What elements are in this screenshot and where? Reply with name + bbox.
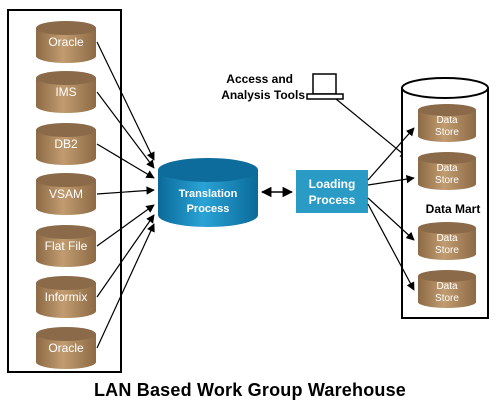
source-label: Flat File [45,239,88,253]
source-arrows [96,41,155,349]
source-arrow [96,214,155,298]
translation-label-1: Translation [179,188,238,200]
data-store-label-1: Data [436,233,458,244]
source-cylinder: Flat File [36,225,96,267]
source-arrow [96,186,155,195]
translation-process: Translation Process [158,158,258,227]
data-store-label-2: Store [435,293,459,304]
loading-arrow [367,197,415,241]
source-cylinder: Oracle [36,21,96,63]
source-arrow [96,91,155,169]
data-mart-label: Data Mart [426,202,481,216]
source-arrow [96,223,155,349]
tools-label-1: Access and [226,72,293,86]
source-label: DB2 [54,137,78,151]
loading-arrow [367,174,415,186]
source-arrow [96,204,155,247]
data-store-label-1: Data [436,281,458,292]
loading-process: Loading Process [296,170,368,213]
data-mart: Data Mart [401,77,489,319]
loading-arrow [367,127,415,181]
source-label: VSAM [49,187,83,201]
source-cylinder: DB2 [36,123,96,165]
source-label: Oracle [48,341,84,355]
diagram-title: LAN Based Work Group Warehouse [93,380,407,400]
data-store-label-2: Store [435,127,459,138]
source-cylinder: Oracle [36,327,96,369]
tools-label-2: Analysis Tools [221,88,305,102]
source-arrow [96,143,155,179]
source-label: IMS [55,85,76,99]
translation-label-2: Process [187,203,230,215]
source-label: Oracle [48,35,84,49]
loading-label-2: Process [309,193,356,207]
data-store-label-1: Data [436,163,458,174]
analysis-tools: Access and Analysis Tools [221,72,344,102]
loading-label-1: Loading [309,177,356,191]
source-label: Informix [45,290,88,304]
loading-arrows [367,127,415,291]
data-store-label-2: Store [435,175,459,186]
source-cylinder: IMS [36,71,96,113]
source-arrow [96,41,155,161]
tools-to-mart-arrow [335,98,409,159]
source-cylinder: Informix [36,276,96,318]
loading-box [296,170,368,213]
loading-arrow [367,203,415,291]
data-store-label-2: Store [435,245,459,256]
computer-icon [306,73,344,100]
data-store-label-1: Data [436,115,458,126]
source-cylinder: VSAM [36,173,96,215]
